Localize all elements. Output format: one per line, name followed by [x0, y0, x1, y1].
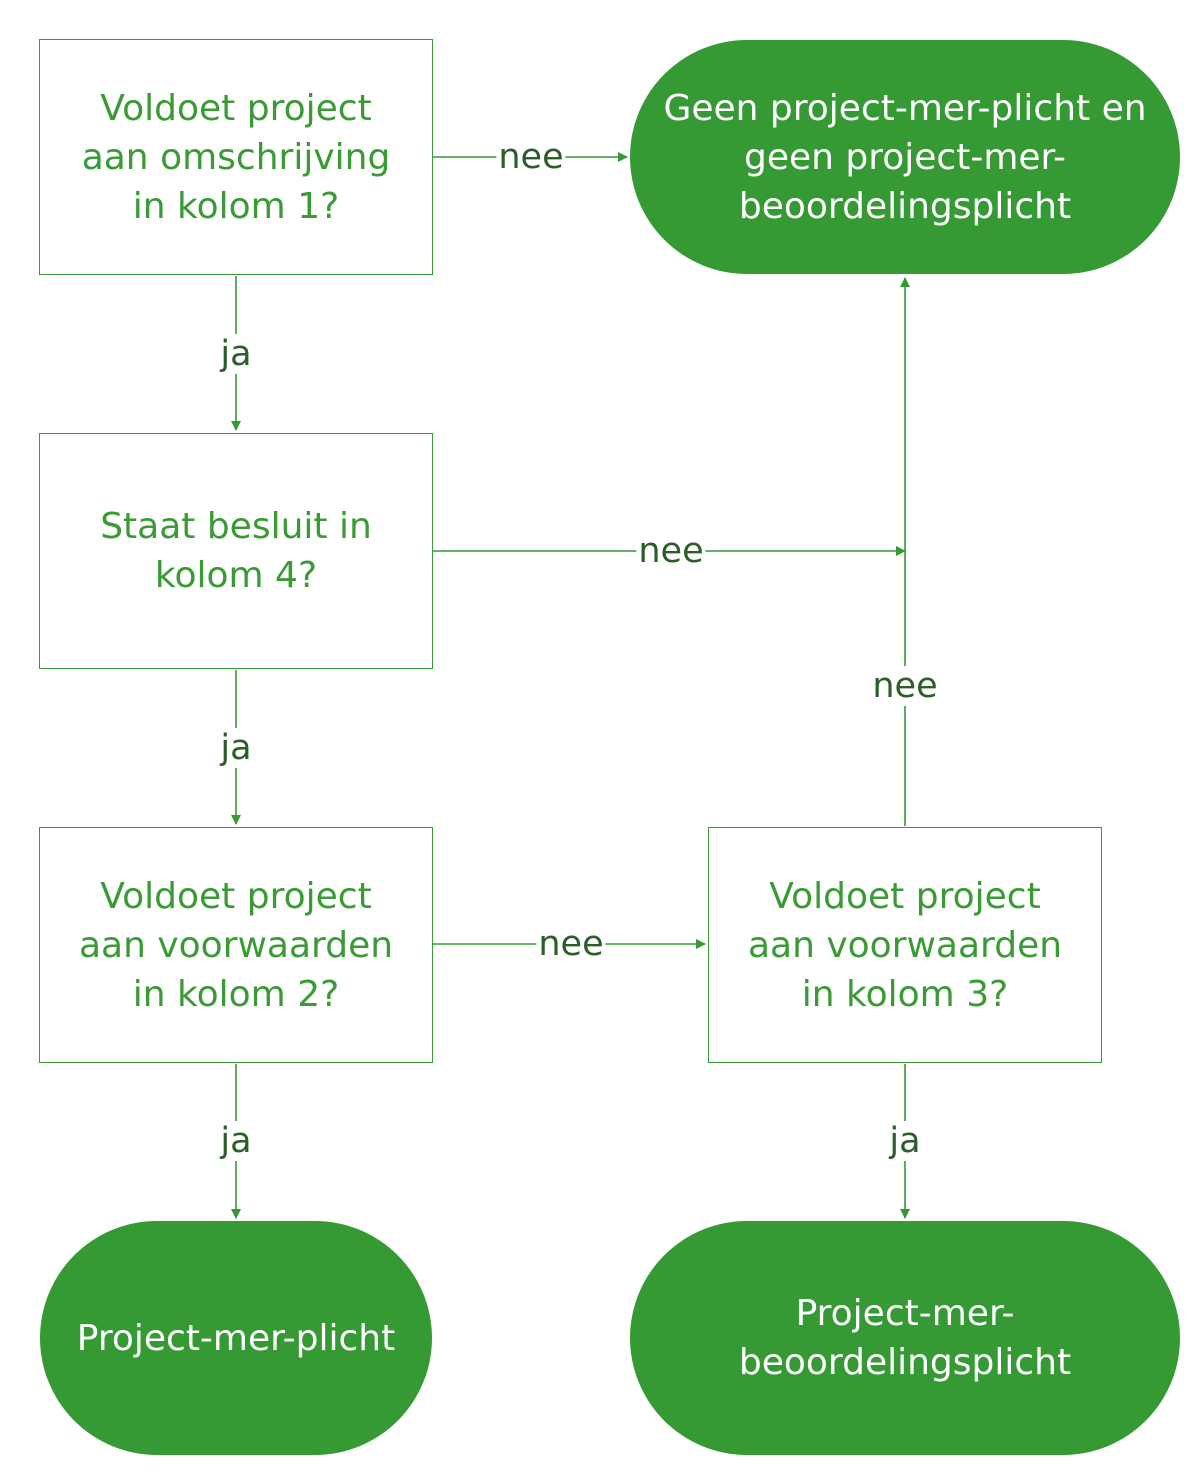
edge-label-k2-ja: ja	[218, 1121, 254, 1161]
terminal-geen-plicht-text: Geen project-mer-plicht en geen project-…	[663, 87, 1147, 227]
terminal-project-mer-plicht: Project-mer-plicht	[40, 1221, 432, 1455]
terminal-beoordelingsplicht: Project-mer-beoordelingsplicht	[630, 1221, 1180, 1455]
decision-kolom3: Voldoet project aan voorwaarden in kolom…	[708, 827, 1102, 1063]
edge-label-k3-nee: nee	[870, 666, 940, 706]
decision-kolom4: Staat besluit in kolom 4?	[39, 433, 433, 669]
edge-label-k2-nee: nee	[536, 924, 606, 964]
decision-kolom4-text: Staat besluit in kolom 4?	[100, 506, 372, 596]
decision-kolom2: Voldoet project aan voorwaarden in kolom…	[39, 827, 433, 1063]
terminal-geen-plicht: Geen project-mer-plicht en geen project-…	[630, 40, 1180, 274]
decision-kolom1-text: Voldoet project aan omschrijving in kolo…	[81, 87, 391, 227]
terminal-beoordelingsplicht-text: Project-mer-beoordelingsplicht	[738, 1293, 1072, 1383]
edge-label-k1-nee: nee	[496, 137, 566, 177]
edge-label-k4-nee: nee	[636, 531, 706, 571]
decision-kolom1: Voldoet project aan omschrijving in kolo…	[39, 39, 433, 275]
decision-kolom3-text: Voldoet project aan voorwaarden in kolom…	[747, 875, 1063, 1015]
terminal-project-mer-plicht-text: Project-mer-plicht	[76, 1317, 396, 1359]
edge-label-k3-ja: ja	[887, 1121, 923, 1161]
decision-kolom2-text: Voldoet project aan voorwaarden in kolom…	[78, 875, 394, 1015]
edge-label-k4-ja: ja	[218, 728, 254, 768]
edge-label-k1-ja: ja	[218, 334, 254, 374]
